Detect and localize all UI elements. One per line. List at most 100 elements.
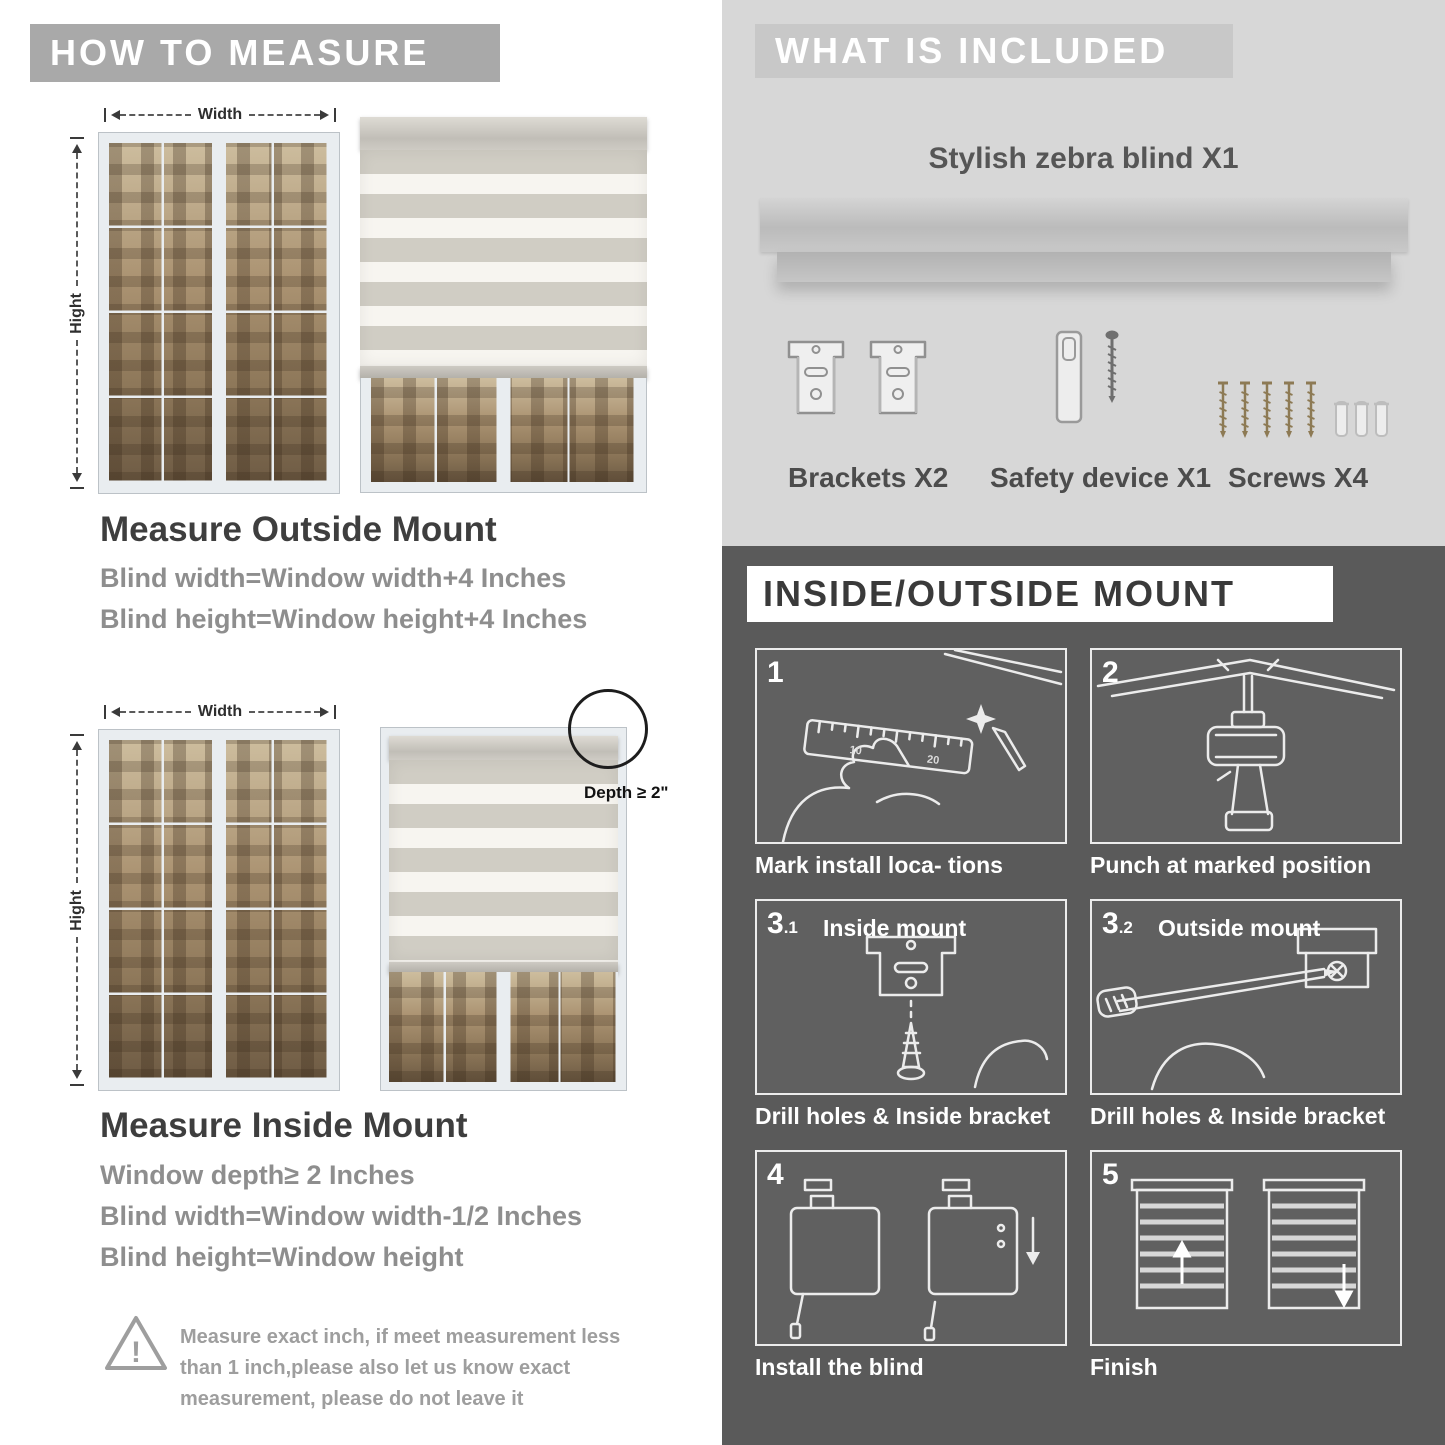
step-panel: 3.2 Outside mount [1090,899,1402,1095]
brackets-label: Brackets X2 [788,462,949,493]
install-step-2: 2 Punch [1090,648,1402,879]
dashed-line [249,711,320,713]
screws-label: Screws X4 [1228,462,1369,493]
zebra-blind-outside-mount-figure [360,117,647,493]
arrow-end-tick [104,705,106,719]
screw-icon [1105,330,1119,403]
install-step-5: 5 [1090,1150,1402,1381]
arrow-end-tick [334,108,336,122]
step-caption: Finish [1090,1354,1158,1380]
arrow-end-tick [104,108,106,122]
blind-stripes [389,760,618,962]
zebra-blind-headrail-image [760,198,1408,252]
width-label: Width [197,106,243,123]
height-label: Hight [68,292,85,334]
arrow-end-tick [70,487,84,489]
screws-and-anchors-icon [1216,381,1391,440]
width-label: Width [197,703,243,720]
safety-device-label: Safety device X1 [990,462,1212,493]
window-below-blind [360,378,647,493]
step-number: 4 [767,1158,784,1191]
ruler-number: 10 [849,744,863,757]
finished-blinds-illustration [1130,1178,1366,1310]
window-panes [389,972,618,1082]
outside-mount-formula: Blind width=Window width+4 Inches [100,563,567,593]
arrow-end-tick [334,705,336,719]
step-number: 3.2 [1102,907,1133,940]
width-arrow: Width [104,703,336,721]
depth-callout-label: Depth ≥ 2" [584,783,669,802]
screws-image [1214,378,1400,445]
depth-callout-circle-icon [568,689,648,769]
step-caption: Install the blind [755,1354,924,1380]
arrowhead-up-icon [72,736,82,750]
inside-mount-formula: Window depth≥ 2 Inches [100,1160,415,1190]
window-panes [109,143,329,483]
step-panel: 5 [1090,1150,1402,1346]
step-panel: 4 [755,1150,1067,1346]
arrowhead-up-icon [72,139,82,153]
warning-triangle-icon: ! [105,1316,167,1370]
window-photo [98,132,340,494]
arrow-end-tick [70,1084,84,1086]
step-number: 3.1 [767,907,798,940]
arrow-end-tick [70,734,84,736]
mark-locations-illustration: 10 20 [781,650,1063,842]
step-title: Inside mount [823,915,967,941]
install-step-3-2: 3.2 Outside mount Drill [1090,899,1402,1130]
height-label: Hight [68,889,85,931]
brackets-image [782,336,932,420]
step-number: 2 [1102,656,1119,689]
step-caption: Drill holes & Inside bracket [1090,1103,1386,1129]
step-caption: Punch at marked position [1090,852,1372,878]
what-is-included-header: WHAT IS INCLUDED [755,24,1233,78]
window-panes [371,378,636,482]
how-to-measure-header: HOW TO MEASURE [30,24,500,82]
inside-bracket-illustration [865,935,1049,1089]
install-steps-grid: 1 10 2 [755,648,1402,1381]
outside-bracket-illustration [1096,927,1378,1091]
safety-device-icon [1055,330,1083,424]
mount-section-header: INSIDE/OUTSIDE MOUNT [747,566,1333,622]
zebra-blind-rail-lip-image [777,252,1391,282]
install-step-1: 1 10 2 [755,648,1067,879]
product-name: Stylish zebra blind X1 [928,142,1239,175]
warning-text: Measure exact inch, if meet measurement … [180,1326,621,1410]
inside-mount-formula: Blind height=Window height [100,1242,464,1272]
bracket-icon [787,340,845,415]
inside-outside-mount-section: INSIDE/OUTSIDE MOUNT 1 [722,546,1445,1445]
arrowhead-down-icon [72,1070,82,1084]
step-title: Outside mount [1158,915,1321,941]
dashed-line [120,711,191,713]
arrowhead-down-icon [72,473,82,487]
step-panel: 3.1 Inside mount [755,899,1067,1095]
dashed-line [76,340,78,473]
dashed-line [76,937,78,1070]
blind-cassette [360,117,647,150]
dashed-line [76,153,78,286]
arrow-end-tick [70,137,84,139]
width-arrow: Width [104,106,336,124]
bracket-icon [869,340,927,415]
step-number: 1 [767,656,784,689]
warning-mark: ! [131,1336,141,1369]
ruler-number: 20 [926,754,940,767]
drill-illustration [1096,658,1396,832]
blind-bottom-rail [360,366,647,378]
dashed-line [249,114,320,116]
arrowhead-left-icon [106,707,120,717]
zebra-blind-inside-mount-figure [380,727,627,1091]
height-arrow: Hight [68,734,86,1086]
step-panel: 2 [1090,648,1402,844]
what-is-included-section: WHAT IS INCLUDED Stylish zebra blind X1 [722,0,1445,546]
inside-mount-title: Measure Inside Mount [100,1106,468,1145]
install-blind-illustration [789,1178,1040,1342]
outside-mount-formula: Blind height=Window height+4 Inches [100,604,588,634]
step-number: 5 [1102,1158,1119,1191]
step-caption: Drill holes & Inside bracket [755,1103,1051,1129]
window-photo [98,729,340,1091]
dashed-line [76,750,78,883]
install-step-3-1: 3.1 Inside mount Drill [755,899,1067,1130]
safety-device-image [1052,330,1120,424]
step-caption: Mark install loca- tions [755,852,1003,878]
